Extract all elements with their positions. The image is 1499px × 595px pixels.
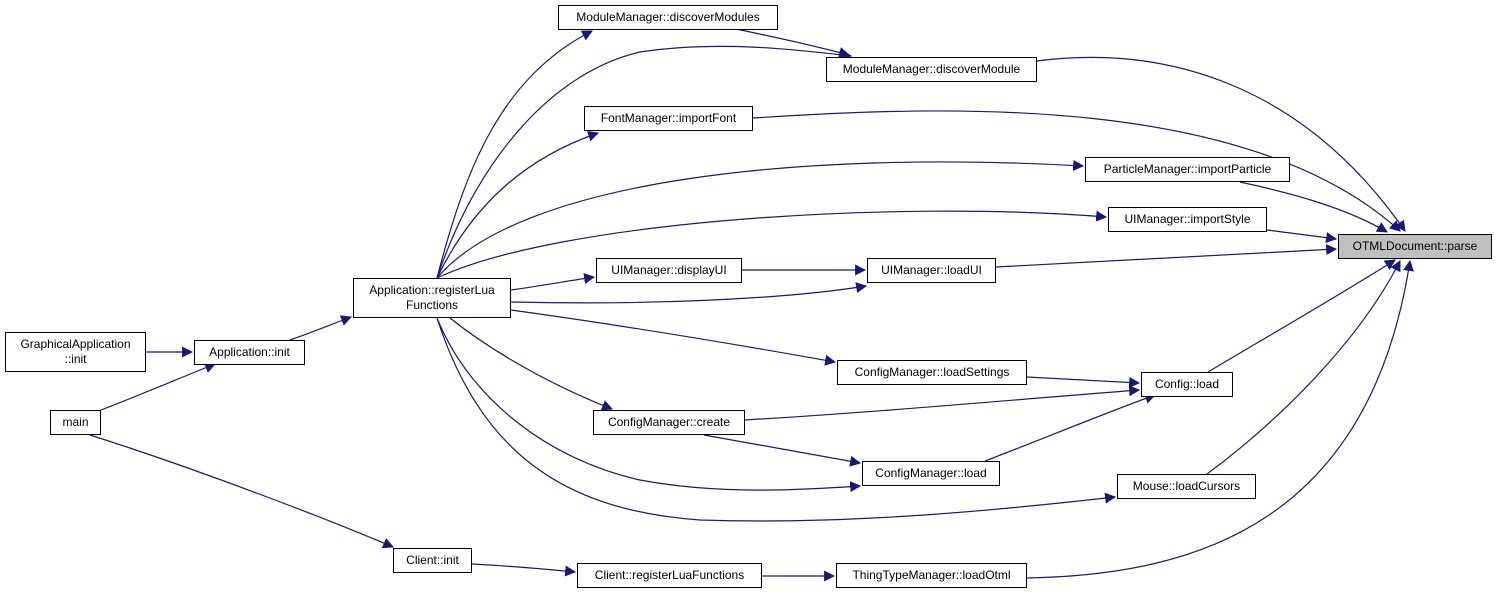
node-uimanager-displayui[interactable]: UIManager::displayUI <box>596 258 742 283</box>
edge-cmCreate-to-cmLoad <box>703 434 862 467</box>
node-label: main <box>62 415 89 429</box>
node-otmldocument-parse[interactable]: OTMLDocument::parse <box>1338 234 1492 259</box>
node-label: ConfigManager::create <box>607 415 731 429</box>
edge-loadSettings-to-configLoad <box>1026 376 1141 388</box>
node-label: ThingTypeManager::loadOtml <box>852 568 1011 582</box>
edge-registerLua-to-discoverModule <box>436 45 853 279</box>
node-label: Client::init <box>406 553 459 567</box>
edge-configLoad-to-parse <box>1207 259 1396 373</box>
node-client-registerluafunctions[interactable]: Client::registerLuaFunctions <box>577 563 762 588</box>
node-label: ModuleManager::discoverModules <box>576 10 760 24</box>
node-label: UIManager::importStyle <box>1124 212 1251 226</box>
edge-registerLua-to-displayUI <box>510 273 596 291</box>
node-mouse-loadcursors[interactable]: Mouse::loadCursors <box>1117 474 1256 499</box>
node-modulemanager-discovermodule[interactable]: ModuleManager::discoverModule <box>826 57 1037 82</box>
edge-cmLoad-to-configLoad <box>984 393 1157 462</box>
node-application-registerluafunctions[interactable]: Application::registerLua Functions <box>353 278 511 318</box>
node-label: ParticleManager::importParticle <box>1103 162 1272 176</box>
edge-loadUI-to-parse <box>995 244 1338 268</box>
node-label: ConfigManager::loadSettings <box>854 365 1010 379</box>
edge-registerLua-to-cmLoad <box>436 317 862 493</box>
node-configmanager-loadsettings[interactable]: ConfigManager::loadSettings <box>837 360 1027 385</box>
edge-cmCreate-to-configLoad <box>744 385 1141 421</box>
node-application-init[interactable]: Application::init <box>194 340 305 365</box>
node-graphicalapplication-init[interactable]: GraphicalApplication ::init <box>5 332 146 372</box>
edge-loadCursors-to-parse <box>1206 260 1401 475</box>
edge-registerLua-to-loadCursors <box>436 317 1117 522</box>
edge-registerLua-to-importStyle <box>436 210 1108 279</box>
node-label: FontManager::importFont <box>600 111 737 125</box>
node-label: Application::init <box>209 345 290 359</box>
edge-registerLua-to-loadUI <box>510 282 868 304</box>
edge-clientInit-to-clientRegLua <box>471 563 577 577</box>
node-uimanager-importstyle[interactable]: UIManager::importStyle <box>1108 207 1267 232</box>
node-label: Mouse::loadCursors <box>1132 479 1241 493</box>
node-label-line2: Functions <box>405 298 459 312</box>
edge-appInit-to-registerLua <box>289 315 353 341</box>
node-configmanager-create[interactable]: ConfigManager::create <box>593 410 745 435</box>
node-config-load[interactable]: Config::load <box>1141 372 1233 397</box>
node-label: Config::load <box>1154 377 1220 391</box>
node-main[interactable]: main <box>50 410 101 435</box>
edge-discoverModule-to-parse <box>1036 56 1406 232</box>
node-fontmanager-importfont[interactable]: FontManager::importFont <box>584 106 753 131</box>
node-particlemanager-importparticle[interactable]: ParticleManager::importParticle <box>1085 157 1290 182</box>
edge-registerLua-to-discoverModules <box>436 30 593 279</box>
edge-loadOtml-to-parse <box>1026 259 1414 579</box>
edge-registerLua-to-loadSettings <box>510 309 837 366</box>
node-label: UIManager::displayUI <box>611 263 727 277</box>
edge-importStyle-to-parse <box>1266 229 1338 244</box>
node-label-line1: Application::registerLua <box>369 283 495 297</box>
node-label: ModuleManager::discoverModule <box>842 62 1021 76</box>
node-label: OTMLDocument::parse <box>1352 239 1478 253</box>
edge-importParticle-to-parse <box>1239 181 1388 233</box>
node-modulemanager-discovermodules[interactable]: ModuleManager::discoverModules <box>558 5 778 30</box>
node-thingtypemanager-loadotml[interactable]: ThingTypeManager::loadOtml <box>836 563 1027 588</box>
edge-main-to-clientInit <box>89 434 395 549</box>
edge-discoverModules-to-discoverModule <box>730 27 851 58</box>
node-configmanager-load[interactable]: ConfigManager::load <box>862 461 1000 486</box>
edge-importFont-to-parse <box>752 110 1401 232</box>
node-label-line1: GraphicalApplication <box>20 337 131 351</box>
node-client-init[interactable]: Client::init <box>393 548 472 573</box>
node-label: Client::registerLuaFunctions <box>594 568 745 582</box>
edge-registerLua-to-cmCreate <box>449 317 614 411</box>
node-label-line2: ::init <box>64 352 87 366</box>
edge-main-to-appInit <box>100 362 217 411</box>
node-label: UIManager::loadUI <box>881 263 982 277</box>
node-uimanager-loadui[interactable]: UIManager::loadUI <box>867 258 996 283</box>
edge-registerLua-to-importParticle <box>436 159 1085 279</box>
node-label: ConfigManager::load <box>875 466 987 480</box>
edge-registerLua-to-importFont <box>436 131 600 279</box>
